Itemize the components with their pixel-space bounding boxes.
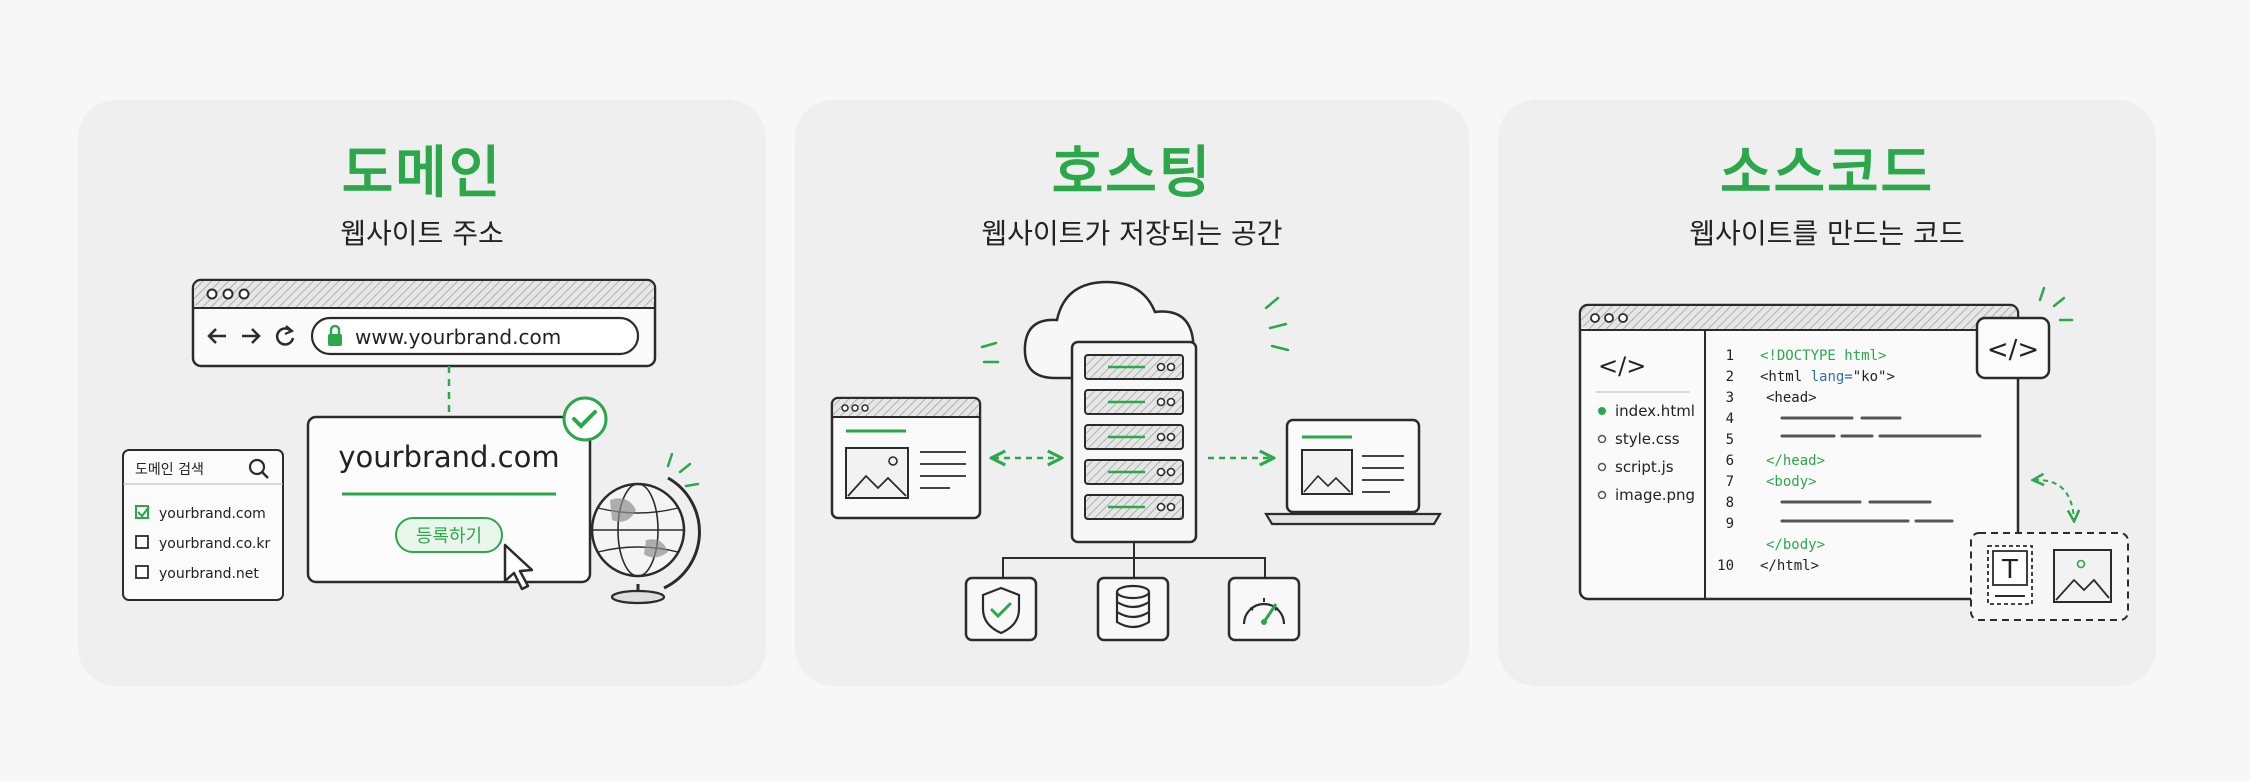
server-unit bbox=[1084, 494, 1184, 520]
database-icon bbox=[1096, 576, 1170, 642]
line-number: 10 bbox=[1717, 558, 1734, 574]
file-item[interactable]: style.css bbox=[1597, 430, 1680, 448]
file-name: image.png bbox=[1615, 486, 1695, 504]
code-html-close: </html> bbox=[1760, 558, 1819, 574]
server-unit bbox=[1084, 354, 1184, 380]
file-name: script.js bbox=[1615, 458, 1674, 476]
server-unit bbox=[1084, 459, 1184, 485]
file-name: index.html bbox=[1615, 402, 1695, 420]
line-number: 8 bbox=[1726, 495, 1734, 511]
url-text: www.yourbrand.com bbox=[355, 325, 561, 349]
card-domain-text: yourbrand.com bbox=[338, 440, 559, 474]
server-unit bbox=[1084, 389, 1184, 415]
code-doctype: <!DOCTYPE html> bbox=[1760, 348, 1886, 364]
search-result-label: yourbrand.com bbox=[159, 506, 266, 522]
search-result-item[interactable]: yourbrand.net bbox=[135, 565, 259, 582]
reload-icon[interactable] bbox=[275, 325, 295, 346]
line-number: 4 bbox=[1726, 411, 1734, 427]
assets-box: T bbox=[1970, 532, 2129, 621]
code-head-open: <head> bbox=[1766, 390, 1817, 406]
register-button[interactable]: 등록하기 bbox=[395, 517, 503, 553]
domain-search-box: 도메인 검색 yourbrand.com yourbrand.co.kr you… bbox=[122, 449, 284, 601]
source-subtitle: 웹사이트를 만드는 코드 bbox=[1689, 217, 1965, 250]
search-result-label: yourbrand.net bbox=[159, 566, 259, 582]
line-numbers: 1 2 3 4 5 6 7 8 9 10 bbox=[1717, 348, 1734, 574]
badge-symbol: </> bbox=[1987, 335, 2039, 365]
back-arrow-icon[interactable] bbox=[207, 328, 226, 344]
globe-icon bbox=[590, 452, 701, 605]
hosting-subtitle: 웹사이트가 저장되는 공간 bbox=[981, 217, 1283, 250]
speed-gauge-icon bbox=[1227, 576, 1301, 642]
file-item[interactable]: image.png bbox=[1597, 486, 1696, 504]
source-title: 소스코드 bbox=[1719, 141, 1935, 206]
register-button-label: 등록하기 bbox=[416, 526, 482, 547]
server-icon bbox=[1070, 340, 1198, 544]
laptop-icon bbox=[1264, 418, 1442, 526]
image-icon bbox=[2053, 549, 2112, 603]
code-body-open: <body> bbox=[1766, 474, 1817, 490]
code-editor-window: </> index.html style.css script.js image… bbox=[1578, 303, 2020, 601]
checkmark-badge-icon bbox=[562, 396, 608, 442]
file-name: style.css bbox=[1615, 430, 1680, 448]
line-number: 5 bbox=[1726, 432, 1734, 448]
code-lines: <!DOCTYPE html> <html lang="ko"> <head> … bbox=[1760, 348, 1982, 574]
file-item[interactable]: script.js bbox=[1597, 458, 1674, 476]
hosting-title: 호스팅 bbox=[1051, 141, 1213, 206]
forward-arrow-icon[interactable] bbox=[242, 328, 261, 344]
code-html-open: <html lang="ko"> bbox=[1760, 369, 1895, 385]
search-result-item[interactable]: yourbrand.com bbox=[135, 505, 266, 522]
domain-subtitle: 웹사이트 주소 bbox=[340, 217, 504, 250]
code-body-close: </body> bbox=[1766, 537, 1825, 553]
file-item[interactable]: index.html bbox=[1598, 402, 1695, 420]
code-badge-icon: </> bbox=[1975, 286, 2074, 380]
domain-title: 도메인 bbox=[341, 141, 503, 206]
url-bar[interactable] bbox=[310, 316, 640, 356]
search-result-label: yourbrand.co.kr bbox=[159, 536, 270, 552]
line-number: 3 bbox=[1726, 390, 1734, 406]
text-box-symbol: T bbox=[2001, 555, 2018, 585]
browser-window-icon bbox=[830, 396, 982, 520]
line-number: 7 bbox=[1726, 474, 1734, 490]
server-unit bbox=[1084, 424, 1184, 450]
line-number: 9 bbox=[1726, 516, 1734, 532]
line-number: 1 bbox=[1726, 348, 1734, 364]
text-element-icon: T bbox=[1987, 545, 2033, 605]
sidebar-code-symbol: </> bbox=[1598, 352, 1646, 380]
code-head-close: </head> bbox=[1766, 453, 1825, 469]
browser-window: www.yourbrand.com bbox=[191, 278, 657, 368]
lock-icon bbox=[328, 324, 342, 346]
shield-icon bbox=[964, 576, 1038, 642]
search-result-item[interactable]: yourbrand.co.kr bbox=[135, 535, 270, 552]
search-title: 도메인 검색 bbox=[135, 462, 204, 478]
line-number: 6 bbox=[1726, 453, 1734, 469]
search-icon[interactable] bbox=[248, 458, 269, 479]
cursor-icon bbox=[503, 543, 534, 591]
domain-card: yourbrand.com 등록하기 bbox=[306, 396, 608, 591]
line-number: 2 bbox=[1726, 369, 1734, 385]
